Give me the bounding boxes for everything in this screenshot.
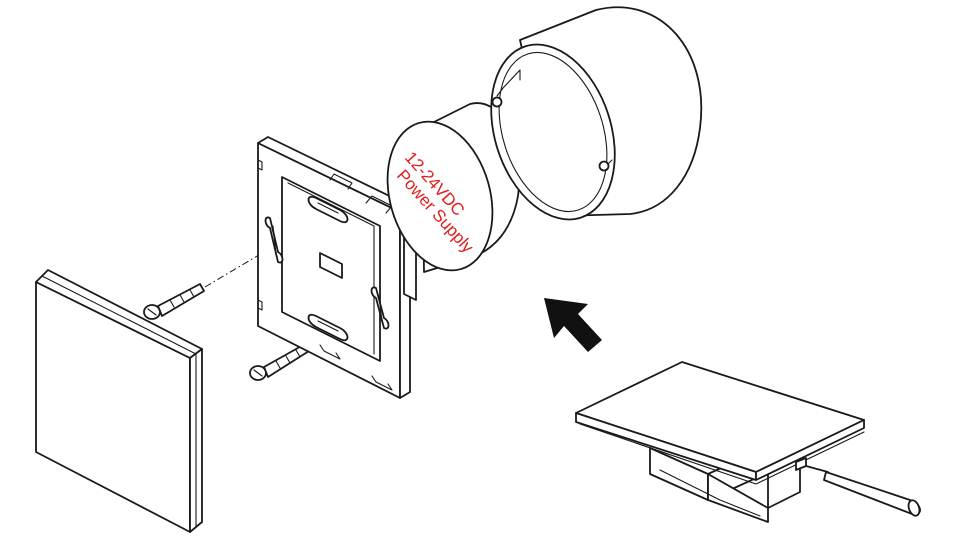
screw-alignment-line <box>204 245 275 288</box>
screw-icon <box>143 283 205 320</box>
insert-direction-arrow-icon <box>544 298 602 352</box>
assembled-switch <box>575 361 865 523</box>
screwdriver-icon <box>805 465 921 517</box>
wall-back-box <box>490 6 703 221</box>
front-cover-panel <box>35 269 203 533</box>
screw-icon <box>249 343 310 381</box>
power-supply-module: 12-24VDC Power Supply <box>386 102 521 273</box>
